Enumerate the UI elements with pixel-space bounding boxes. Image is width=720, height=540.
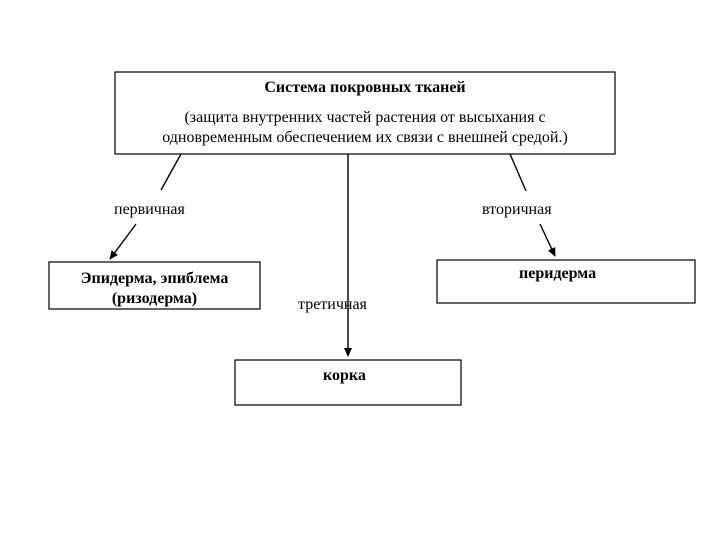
connector-root-secondary (509, 153, 527, 192)
root-box (114, 71, 616, 155)
connector-root-primary (160, 153, 182, 191)
cork-box (234, 359, 462, 406)
epidermis-line2: (ризодерма) (111, 290, 198, 307)
periderm-label: перидерма (519, 265, 597, 282)
primary-label: первичная (114, 201, 185, 218)
root-title: Система покровных тканей (264, 79, 466, 96)
epidermis-box (48, 261, 261, 310)
secondary-label: вторичная (482, 201, 552, 218)
root-subtitle-line2: одновременным обеспечением их связи с вн… (162, 129, 568, 146)
arrow-primary-epidermis (109, 223, 137, 260)
epidermis-line1: Эпидерма, эпиблема (80, 270, 229, 287)
arrow-secondary-periderm (539, 223, 556, 257)
periderm-box (436, 259, 696, 304)
root-subtitle-line1: (защита внутренних частей растения от вы… (184, 109, 546, 126)
tertiary-label: третичная (298, 296, 367, 313)
cork-label: корка (323, 367, 366, 384)
